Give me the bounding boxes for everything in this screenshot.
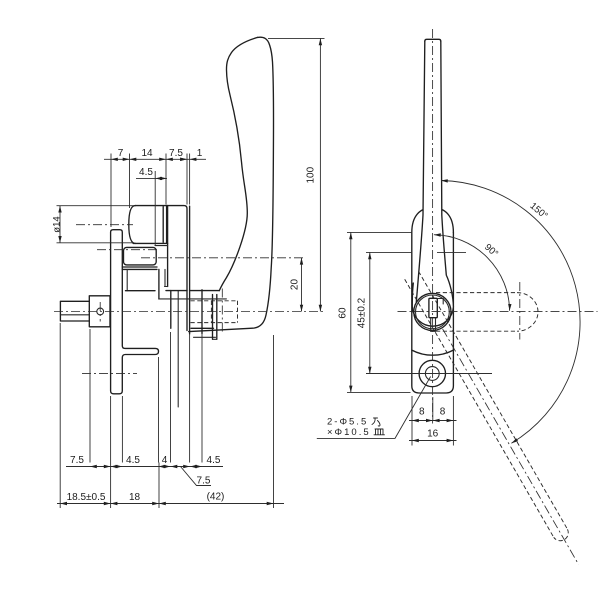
svg-text:18: 18 — [129, 492, 141, 503]
svg-text:16: 16 — [427, 429, 439, 440]
svg-text:4.5: 4.5 — [139, 167, 153, 178]
svg-text:7.5: 7.5 — [169, 148, 183, 159]
svg-text:18.5±0.5: 18.5±0.5 — [67, 492, 106, 503]
svg-text:20: 20 — [290, 279, 301, 291]
svg-text:7.5: 7.5 — [197, 476, 211, 487]
svg-text:4.5: 4.5 — [207, 455, 221, 466]
svg-text:8: 8 — [440, 406, 446, 417]
svg-text:4.5: 4.5 — [126, 455, 140, 466]
svg-text:14: 14 — [141, 148, 153, 159]
svg-text:(42): (42) — [207, 492, 225, 503]
svg-text:45±0.2: 45±0.2 — [356, 297, 367, 328]
svg-text:1: 1 — [197, 148, 203, 159]
svg-text:100: 100 — [306, 166, 317, 183]
svg-text:60: 60 — [337, 307, 348, 319]
svg-text:7: 7 — [118, 148, 124, 159]
svg-text:2-Φ5.5: 2-Φ5.5 — [327, 416, 368, 427]
svg-text:8: 8 — [419, 406, 425, 417]
svg-text:×Φ10.5: ×Φ10.5 — [327, 427, 371, 438]
svg-text:ø14: ø14 — [52, 216, 63, 232]
svg-text:4: 4 — [162, 455, 168, 466]
svg-text:7.5: 7.5 — [70, 455, 84, 466]
